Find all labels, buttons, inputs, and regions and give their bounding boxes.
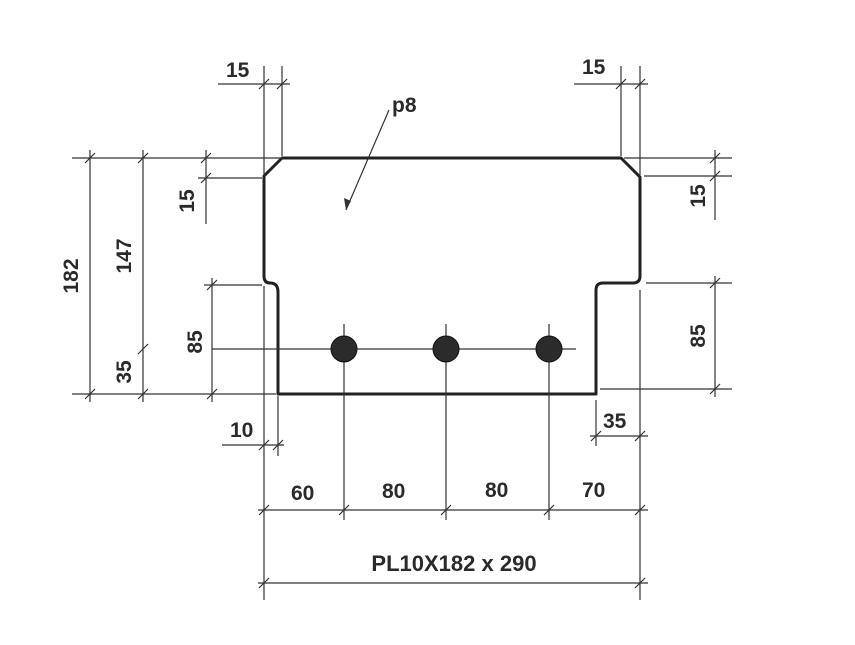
dim-top-left: 15 [218, 59, 290, 175]
dim-upper-height: 147 35 [113, 150, 149, 402]
svg-text:182: 182 [60, 258, 83, 293]
dim-bolt-spacing: 60 80 80 70 [258, 479, 648, 516]
dim-right-notch-width: 35 [590, 290, 648, 600]
dim-right-chamfer-height: 15 [687, 150, 721, 220]
plate-outline [262, 156, 642, 396]
svg-text:70: 70 [582, 479, 605, 502]
svg-text:85: 85 [687, 324, 710, 348]
svg-text:35: 35 [113, 360, 136, 384]
dim-left-offset: 10 [222, 286, 284, 600]
svg-text:15: 15 [687, 184, 710, 208]
dim-right-notch-height: 85 [687, 276, 721, 397]
bolt-3 [535, 324, 563, 520]
dim-left-notch-height: 85 [184, 278, 218, 402]
svg-text:80: 80 [485, 479, 508, 502]
dim-top-right: 15 [574, 56, 648, 175]
svg-text:35: 35 [603, 410, 627, 433]
svg-text:10: 10 [230, 419, 253, 442]
dim-overall-length: PL10X182 x 290 [258, 551, 648, 589]
dim-overall-height: 182 [60, 150, 96, 402]
svg-text:15: 15 [582, 56, 606, 79]
svg-text:15: 15 [176, 189, 199, 213]
bolt-2 [432, 324, 460, 520]
svg-text:15: 15 [226, 59, 250, 82]
bolt-1 [330, 324, 358, 520]
svg-text:60: 60 [291, 482, 314, 505]
dim-left-chamfer-height: 15 [176, 150, 212, 224]
svg-text:80: 80 [382, 480, 405, 503]
plate-mark-label: p8 [392, 94, 417, 117]
plate-mark-leader [345, 109, 390, 211]
svg-text:85: 85 [184, 330, 207, 354]
plate-mark-arrow [344, 198, 351, 210]
plate-label: PL10X182 x 290 [371, 551, 536, 576]
svg-text:147: 147 [113, 238, 136, 273]
